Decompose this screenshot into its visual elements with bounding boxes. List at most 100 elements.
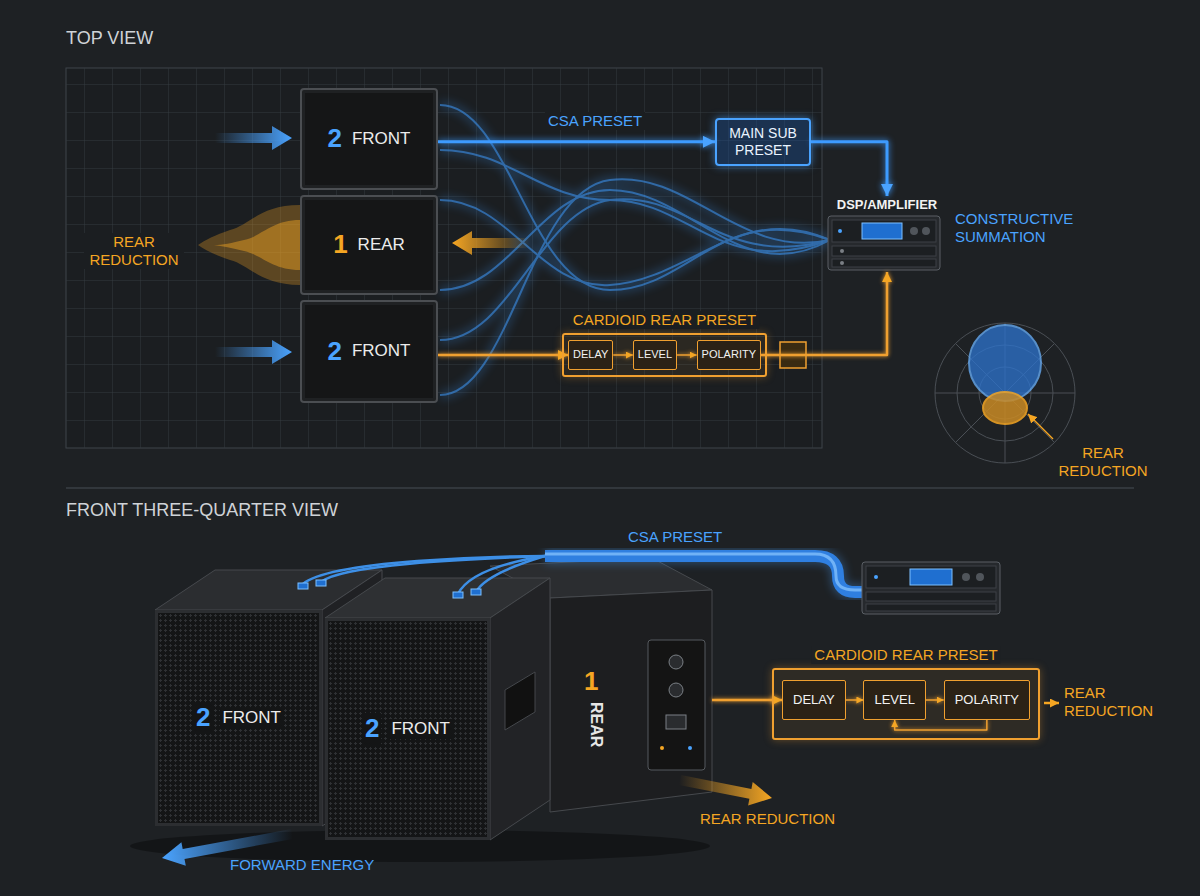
- power-inlet: [666, 715, 686, 729]
- node-text: LEVEL: [874, 692, 914, 708]
- handle: [505, 672, 535, 730]
- connector-label: CSA PRESET: [545, 112, 645, 130]
- node-text: REAR: [587, 702, 606, 747]
- node-text: 1: [584, 666, 598, 697]
- cables: [476, 556, 545, 592]
- preset-group: CARDIOID REAR PRESETDELAYLEVELPOLARITY: [562, 333, 767, 377]
- rear-cancellation-plume: [198, 205, 300, 285]
- signal-connector: [811, 142, 887, 196]
- node-text: FRONT: [220, 708, 283, 728]
- node-text: FRONT: [352, 341, 411, 361]
- front-cabinet-right: [490, 578, 550, 840]
- node-text: FRONT: [352, 129, 411, 149]
- wave-line: [440, 105, 830, 290]
- amplifier-icon: [866, 566, 996, 588]
- callout-label: REAR REDUCTION: [700, 810, 835, 828]
- signal-connector: [438, 354, 568, 357]
- amplifier-icon: [828, 216, 940, 270]
- node-text: CARDIOID REAR PRESET: [570, 311, 759, 329]
- wave-line: [440, 105, 830, 395]
- amplifier-icon: [866, 604, 996, 611]
- rear-energy-arrow: [679, 775, 772, 806]
- amplifier-icon: [910, 227, 918, 235]
- node-text: DSP/AMPLIFIER: [828, 196, 946, 214]
- preset-group: CARDIOID REAR PRESETDELAYLEVELPOLARITY: [772, 668, 1040, 740]
- connector: [453, 592, 463, 598]
- front-cabinet-right: [325, 578, 550, 840]
- rear-cancellation-plume: [214, 220, 300, 270]
- node-text: POLARITY: [702, 348, 756, 361]
- node-text: POLARITY: [955, 692, 1019, 708]
- connector: [471, 589, 481, 595]
- callout-label: REAR REDUCTION: [84, 233, 184, 269]
- amplifier-icon: [832, 220, 936, 242]
- process-box: POLARITY: [944, 680, 1030, 720]
- speaker-front: 2FRONT: [155, 610, 322, 826]
- amplifier-icon: [862, 223, 902, 239]
- wave-line: [440, 179, 830, 395]
- node-text: CARDIOID REAR PRESET: [811, 646, 1000, 664]
- node-text: LEVEL: [638, 348, 672, 361]
- process-box: POLARITY: [697, 340, 761, 370]
- wave-glow: [440, 199, 830, 340]
- connector: [669, 655, 683, 669]
- signal-connector: [438, 140, 715, 143]
- amplifier-icon: [976, 573, 984, 581]
- connector: [316, 580, 326, 586]
- leader-line: [1028, 414, 1053, 439]
- speaker-box: 1REAR: [300, 195, 438, 295]
- speaker-front: 2 FRONT: [325, 618, 490, 840]
- signal-connector: [761, 272, 887, 355]
- wave-line: [440, 200, 830, 285]
- amplifier-icon: [862, 562, 1000, 614]
- rear-cancellation-plume: [198, 205, 300, 285]
- csa-cable: [545, 556, 866, 592]
- cables: [298, 556, 545, 598]
- cable-label: CSA PRESET: [628, 528, 722, 546]
- node-text: 2: [327, 336, 341, 367]
- node-text: DELAY: [793, 692, 835, 708]
- preset-box: MAIN SUB PRESET: [715, 118, 811, 166]
- amplifier-icon: [838, 229, 842, 233]
- callout-label: CONSTRUCTIVE SUMMATION: [955, 210, 1090, 246]
- speaker-side: 1REAR: [556, 626, 712, 796]
- node-text: 2: [363, 713, 381, 744]
- speaker-box: 2FRONT: [300, 88, 438, 190]
- polar-plot: [983, 392, 1027, 424]
- polar-plot: [969, 325, 1041, 401]
- section-divider: [66, 487, 1134, 489]
- rear-arrow: [452, 231, 530, 255]
- input-arrow: [215, 126, 292, 150]
- connector: [669, 683, 683, 697]
- wave-line: [440, 199, 830, 340]
- callout-label: REAR REDUCTION: [1055, 444, 1151, 480]
- amplifier-icon: [828, 216, 940, 270]
- input-arrow: [215, 340, 292, 364]
- section-title: FRONT THREE-QUARTER VIEW: [66, 500, 338, 522]
- node-text: 1: [333, 229, 347, 260]
- process-box: LEVEL: [633, 340, 677, 370]
- amplifier-icon: [922, 227, 930, 235]
- amplifier-icon: [862, 562, 1000, 614]
- amplifier-icon: [866, 592, 996, 601]
- polar-plot: [935, 323, 1075, 463]
- wave-pattern: [440, 105, 830, 395]
- amplifier-icon: [962, 573, 970, 581]
- led: [688, 746, 692, 750]
- output-arrow: [1044, 702, 1059, 705]
- csa-cable: [545, 556, 866, 592]
- connector-plate: [648, 640, 705, 770]
- csa-cable: [545, 554, 866, 590]
- amplifier-icon: [874, 575, 878, 579]
- process-box: LEVEL: [863, 680, 925, 720]
- callout-label: FORWARD ENERGY: [230, 856, 374, 874]
- node-text: FRONT: [389, 719, 452, 739]
- process-box: DELAY: [568, 340, 613, 370]
- polar-plot: [935, 323, 1075, 463]
- process-box: DELAY: [782, 680, 846, 720]
- amplifier-icon: [832, 246, 936, 256]
- node-text: DELAY: [573, 348, 608, 361]
- callout-label: REAR REDUCTION: [1064, 684, 1164, 720]
- amplifier-icon: [910, 569, 952, 585]
